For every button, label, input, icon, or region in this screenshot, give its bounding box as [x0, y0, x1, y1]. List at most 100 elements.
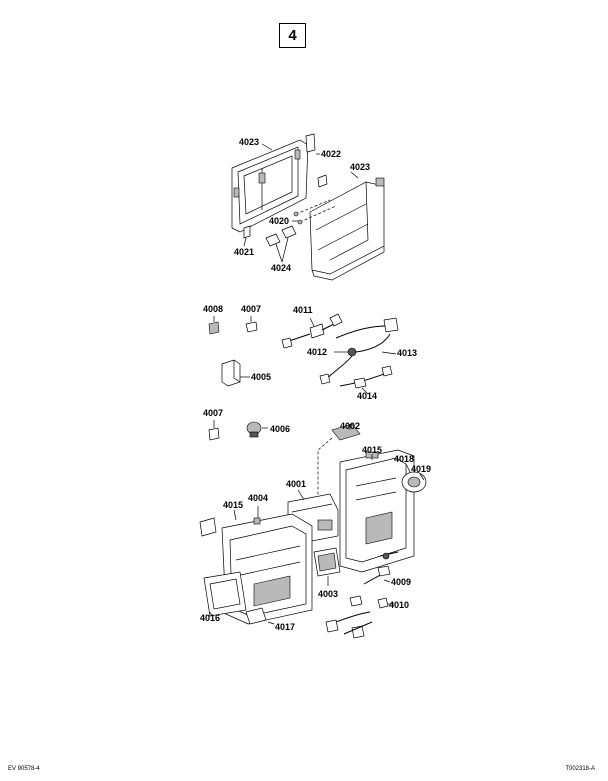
housing-rib-1 — [315, 203, 367, 231]
grommet-4012 — [347, 347, 357, 357]
callout-4015a: 4015 — [362, 445, 382, 455]
part-4007b — [208, 427, 220, 441]
callout-4023a: 4023 — [239, 137, 259, 147]
callout-4007b: 4007 — [203, 408, 223, 418]
frame-4016-inner — [209, 578, 241, 610]
mount-line-2 — [299, 205, 337, 223]
front-housing-cutout — [253, 575, 291, 607]
frame-window — [237, 146, 299, 225]
leader-4017 — [267, 621, 275, 625]
frame-4016 — [203, 571, 247, 617]
connector-4014-b — [381, 365, 393, 377]
footer-document-code: EV 90578-4 — [8, 766, 40, 772]
harness-4013-connector — [383, 317, 399, 333]
callout-4022: 4022 — [321, 149, 341, 159]
housing-base — [311, 246, 385, 281]
connector-4011 — [309, 323, 325, 339]
rear-housing-rib-2 — [355, 491, 397, 501]
housing-edge — [329, 181, 369, 261]
callout-4012: 4012 — [307, 347, 327, 357]
wire-4009-b — [363, 573, 383, 585]
rear-housing-cutout — [365, 511, 393, 545]
main-unit-assembly — [199, 423, 427, 639]
leader-4013 — [381, 351, 397, 355]
clip-small — [317, 174, 328, 188]
housing-box-4023 — [309, 181, 385, 275]
frame-hinge-bottom — [233, 187, 240, 198]
connector-4009-b — [377, 565, 391, 577]
callout-4010: 4010 — [389, 600, 409, 610]
circuit-board-line — [291, 503, 333, 513]
connector-4010-a — [349, 595, 363, 607]
frame-latch — [258, 172, 266, 184]
part-4007a — [245, 321, 258, 333]
frame-panel-4023 — [231, 139, 309, 233]
front-housing-rib-2 — [235, 561, 301, 577]
leader-4024 — [275, 237, 289, 263]
leader-4021 — [243, 237, 247, 247]
callout-4016: 4016 — [200, 613, 220, 623]
leader-4023a — [261, 143, 273, 151]
callout-4003: 4003 — [318, 589, 338, 599]
callout-4009: 4009 — [391, 577, 411, 587]
callout-labels: 4023 4022 4023 4020 4021 4024 4008 4007 … — [200, 137, 431, 632]
callout-4020: 4020 — [269, 216, 289, 226]
rear-housing-inner — [345, 457, 407, 563]
callout-4019: 4019 — [411, 464, 431, 474]
callout-4011: 4011 — [293, 305, 313, 315]
screw-1 — [293, 211, 299, 217]
connector-4014 — [353, 377, 367, 389]
rear-housing-rib-1 — [355, 477, 397, 487]
ring-4018-inner — [407, 476, 421, 488]
rear-housing-4015 — [339, 449, 415, 573]
page-number: 4 — [288, 27, 297, 44]
sensor-4006-base — [249, 431, 259, 438]
board-component — [317, 519, 333, 531]
callout-4008: 4008 — [203, 304, 223, 314]
callout-4001: 4001 — [286, 479, 306, 489]
housing-frame-assembly — [231, 133, 385, 281]
cover-4002 — [331, 423, 361, 441]
callout-4014: 4014 — [357, 391, 377, 401]
front-housing-rib-1 — [235, 545, 301, 561]
clip-4024-a — [265, 233, 281, 247]
connector-4010-b — [377, 597, 389, 609]
leader-4001 — [297, 489, 305, 501]
callout-4018: 4018 — [394, 454, 414, 464]
leader-4023b — [350, 171, 359, 179]
housing-tab — [375, 177, 385, 187]
footer-illustration-code: T002318-A — [565, 766, 595, 772]
callout-4013: 4013 — [397, 348, 417, 358]
leader-4018 — [405, 463, 411, 473]
module-4003-face — [317, 552, 337, 572]
callout-4023b: 4023 — [350, 162, 370, 172]
small-parts-group — [208, 313, 399, 441]
part-4017 — [245, 607, 267, 625]
page-number-box: 4 — [279, 23, 306, 48]
part-4008 — [208, 321, 220, 335]
part-4004 — [253, 517, 261, 525]
plug-4011 — [281, 337, 293, 349]
leader-4016 — [209, 611, 213, 617]
connector-4010-c — [325, 619, 339, 633]
callout-4015b: 4015 — [223, 500, 243, 510]
leader-4015b — [233, 509, 237, 521]
screw-2 — [297, 219, 303, 225]
callout-4021: 4021 — [234, 247, 254, 257]
callout-4017: 4017 — [275, 622, 295, 632]
leader-4009 — [383, 579, 391, 583]
wire-4012 — [325, 355, 353, 381]
assembly-line-4002 — [317, 437, 333, 540]
wire-4010-b — [343, 621, 373, 635]
mount-line-1 — [295, 199, 331, 215]
housing-rib-2 — [317, 223, 369, 251]
callout-4004: 4004 — [248, 493, 268, 503]
callout-4007a: 4007 — [241, 304, 261, 314]
clip-4024-b — [281, 225, 297, 239]
callout-4005: 4005 — [251, 372, 271, 382]
connector-4009-a — [382, 552, 390, 560]
frame-hinge-top — [294, 149, 301, 160]
leader-4019 — [419, 473, 425, 481]
leader-4014 — [361, 387, 369, 395]
